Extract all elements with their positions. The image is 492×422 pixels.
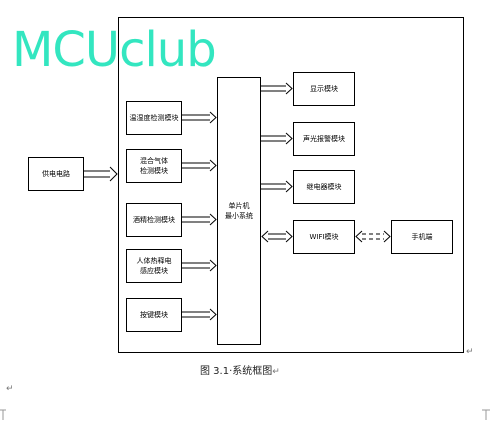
page-corner-marks (0, 409, 490, 420)
left-arrows (182, 111, 217, 321)
caption-text: 图 3.1·系统框图 (200, 366, 273, 377)
power-arrow (84, 166, 118, 182)
system-frame (118, 17, 464, 353)
wifi-module: WIFI模块 (293, 220, 355, 254)
temp-humidity-module: 温湿度检测模块 (126, 101, 182, 135)
mcu-box: 单片机 最小系统 (217, 77, 261, 345)
relay-module: 继电器模块 (293, 170, 355, 204)
right-arrows (261, 82, 293, 193)
key-module: 按键模块 (126, 298, 182, 332)
empty-paragraph-mark: ↵ (6, 384, 14, 394)
pir-module: 人体热释电 感应模块 (126, 249, 182, 283)
alarm-module: 声光报警模块 (293, 122, 355, 156)
watermark-logo: MCUclub (12, 22, 217, 78)
figure-caption: 图 3.1·系统框图↵ (200, 362, 280, 377)
alcohol-module: 酒精检测模块 (126, 203, 182, 237)
phone-box: 手机端 (391, 220, 453, 254)
wifi-phone-dashed-arrow (362, 233, 384, 240)
gas-module: 混合气体 检测模块 (126, 149, 182, 183)
display-module: 显示模块 (293, 72, 355, 106)
frame-paragraph-mark: ↵ (466, 347, 474, 357)
caption-paragraph-mark: ↵ (272, 367, 280, 377)
wifi-bidirectional-arrow (261, 230, 293, 243)
power-circuit-box: 供电电路 (28, 157, 84, 191)
